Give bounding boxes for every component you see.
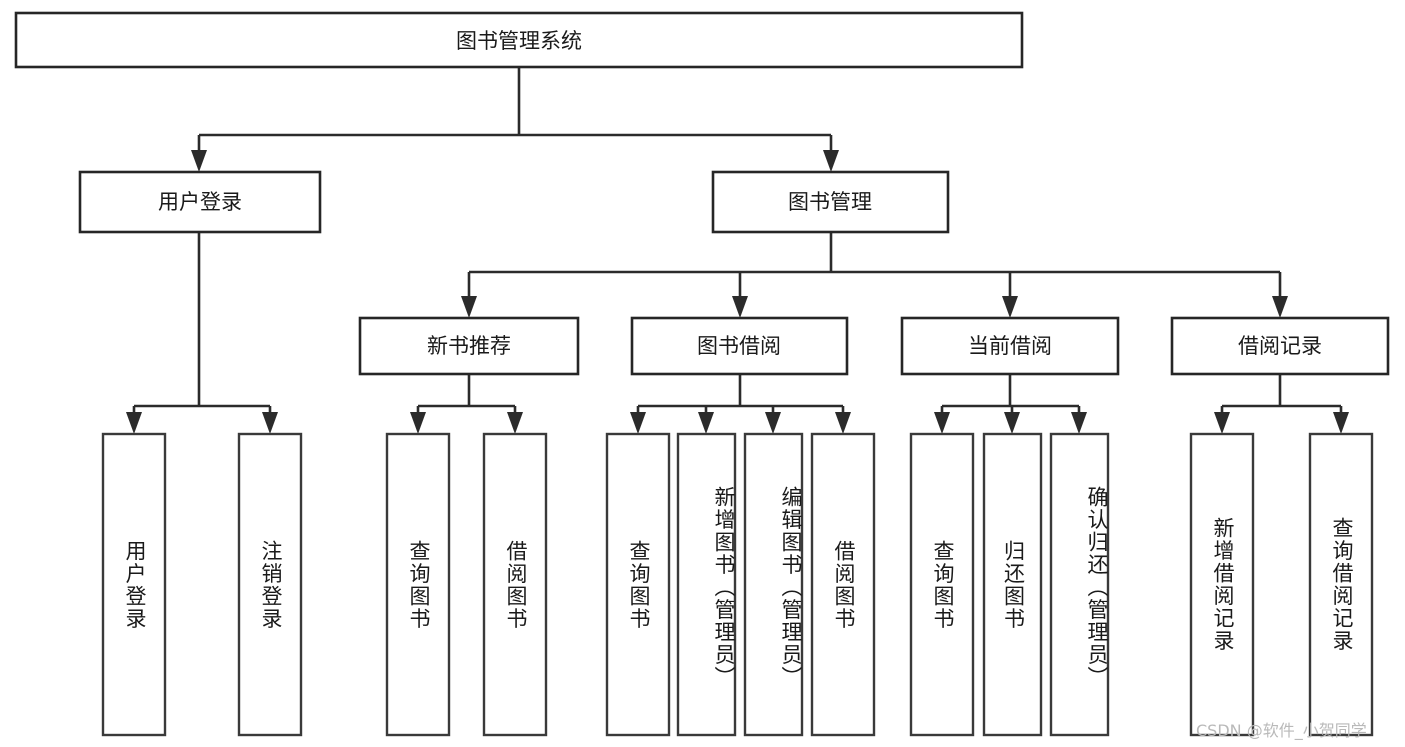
leaf-box-add-book[interactable]	[676, 432, 737, 737]
arrow-head-icon	[823, 150, 839, 172]
node-borrow-record[interactable]: 借阅记录	[1170, 316, 1390, 376]
edges-current-borrow-to-leaves	[934, 374, 1087, 434]
edges-book-manage-to-level3	[461, 232, 1288, 318]
node-current-borrow-box[interactable]	[900, 316, 1120, 376]
arrow-head-icon	[461, 296, 477, 318]
node-book-borrow[interactable]: 图书借阅	[630, 316, 849, 376]
node-new-book-recommend-box[interactable]	[358, 316, 580, 376]
arrow-head-icon	[698, 412, 714, 434]
node-book-manage-label: 图书管理	[788, 190, 872, 214]
csdn-watermark: CSDN @软件_小贺同学	[1196, 721, 1367, 740]
node-current-borrow-label: 当前借阅	[968, 334, 1052, 358]
edges-user-login-to-leaves	[126, 232, 278, 434]
arrow-head-icon	[765, 412, 781, 434]
leaf-box-edit-book[interactable]	[743, 432, 804, 737]
arrow-head-icon	[410, 412, 426, 434]
edges-book-borrow-to-leaves	[630, 374, 851, 434]
node-user-login-label: 用户登录	[158, 190, 242, 214]
arrow-head-icon	[126, 412, 142, 434]
arrow-head-icon	[835, 412, 851, 434]
node-new-book-recommend-label: 新书推荐	[427, 334, 511, 358]
leaf-box-query-borrow-record[interactable]	[1308, 432, 1374, 737]
arrow-head-icon	[630, 412, 646, 434]
leaf-box-query-book-recommend[interactable]	[385, 432, 451, 737]
arrow-head-icon	[1071, 412, 1087, 434]
node-root-label: 图书管理系统	[456, 29, 582, 53]
node-root-box[interactable]	[14, 11, 1024, 69]
arrow-head-icon	[1214, 412, 1230, 434]
leaf-box-query-book-current[interactable]	[909, 432, 975, 737]
leaf-box-query-book-borrow[interactable]	[605, 432, 671, 737]
arrow-head-icon	[1333, 412, 1349, 434]
node-book-manage[interactable]: 图书管理	[711, 170, 950, 234]
leaf-box-add-borrow-record[interactable]	[1189, 432, 1255, 737]
arrow-head-icon	[732, 296, 748, 318]
arrow-head-icon	[507, 412, 523, 434]
node-borrow-record-label: 借阅记录	[1238, 334, 1322, 358]
node-book-borrow-box[interactable]	[630, 316, 849, 376]
leaf-box-user-login[interactable]	[101, 432, 167, 737]
edges-borrow-record-to-leaves	[1214, 374, 1349, 434]
leaf-box-borrow-book[interactable]	[810, 432, 876, 737]
node-new-book-recommend[interactable]: 新书推荐	[358, 316, 580, 376]
leaf-boxes	[101, 432, 1374, 737]
node-book-manage-box[interactable]	[711, 170, 950, 234]
node-borrow-record-box[interactable]	[1170, 316, 1390, 376]
node-root[interactable]: 图书管理系统	[14, 11, 1024, 69]
node-user-login[interactable]: 用户登录	[78, 170, 322, 234]
edges-root-to-level2	[191, 67, 839, 172]
arrow-head-icon	[934, 412, 950, 434]
leaf-box-borrow-book-recommend[interactable]	[482, 432, 548, 737]
leaf-box-return-book[interactable]	[982, 432, 1043, 737]
leaf-box-logout-login[interactable]	[237, 432, 303, 737]
edges-new-book-recommend-to-leaves	[410, 374, 523, 434]
node-user-login-box[interactable]	[78, 170, 322, 234]
arrow-head-icon	[1004, 412, 1020, 434]
arrow-head-icon	[191, 150, 207, 172]
node-current-borrow[interactable]: 当前借阅	[900, 316, 1120, 376]
node-book-borrow-label: 图书借阅	[697, 334, 781, 358]
arrow-head-icon	[1272, 296, 1288, 318]
arrow-head-icon	[1002, 296, 1018, 318]
leaf-box-confirm-return[interactable]	[1049, 432, 1110, 737]
arrow-head-icon	[262, 412, 278, 434]
